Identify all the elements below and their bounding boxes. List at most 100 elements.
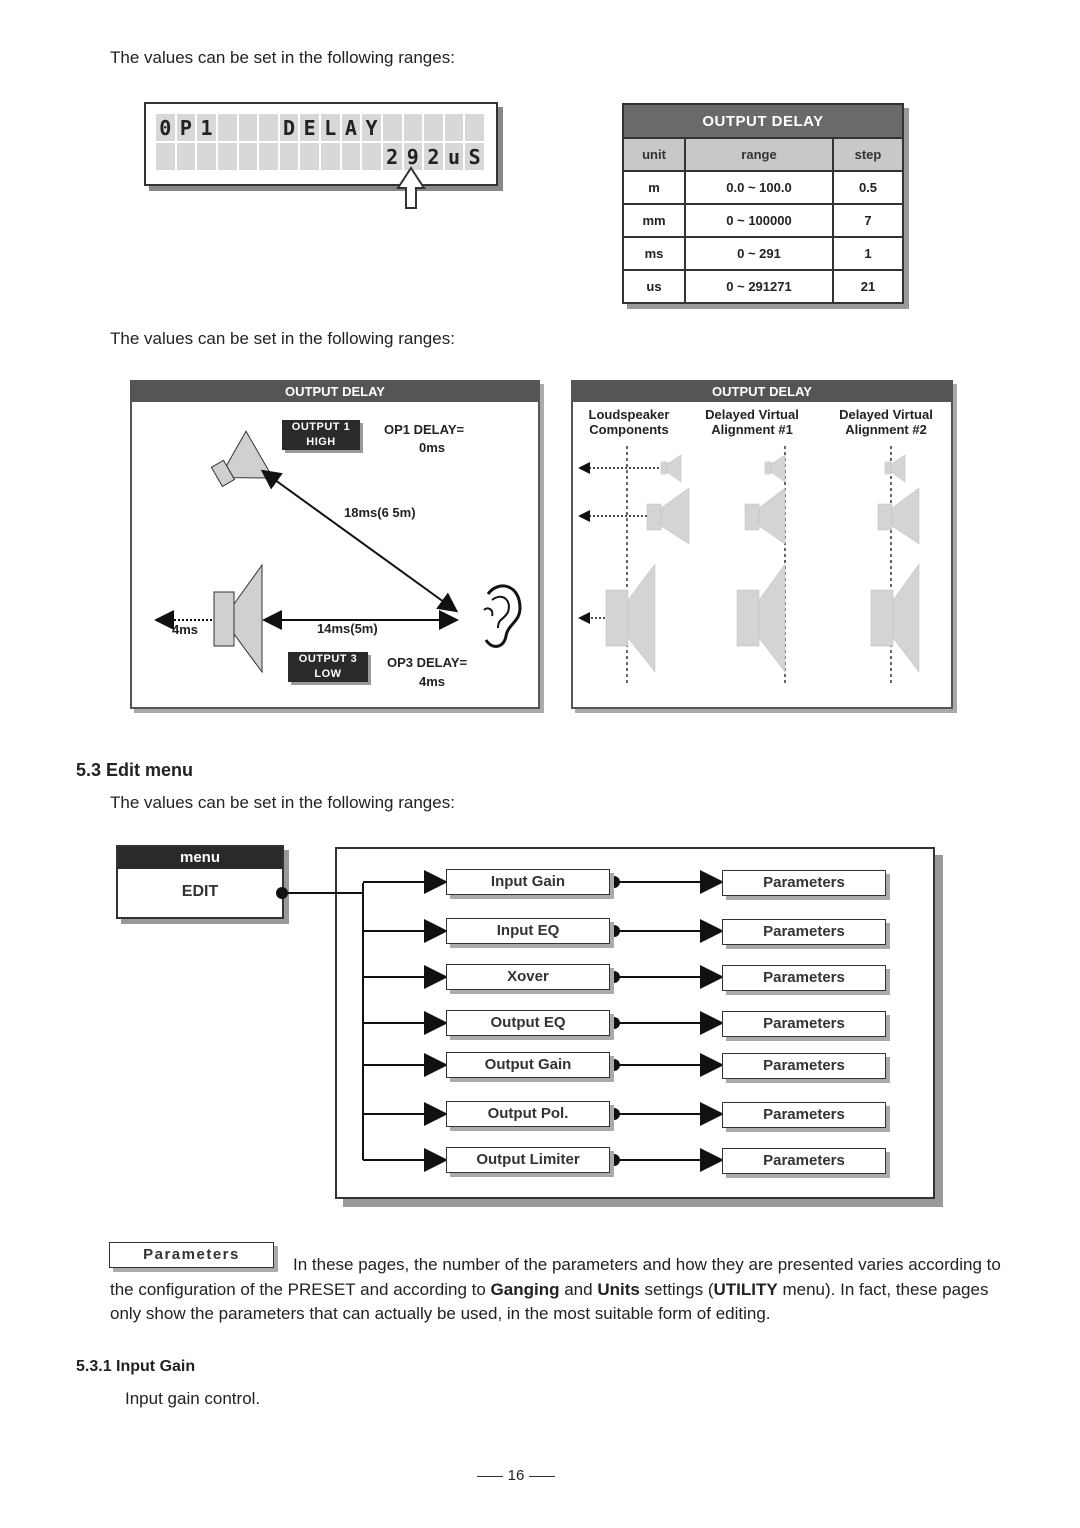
lcd-cell: P <box>176 114 196 141</box>
parameters-target[interactable]: Parameters <box>722 870 886 896</box>
lcd-cell: A <box>341 114 361 141</box>
lcd-cell <box>217 114 237 141</box>
output1-tag: OUTPUT 1 HIGH <box>282 420 360 450</box>
lcd-cell <box>238 114 258 141</box>
submenu-item[interactable]: Xover <box>446 964 610 990</box>
menu-item-edit[interactable]: EDIT <box>181 883 219 900</box>
lcd-cell: E <box>300 114 319 141</box>
cell-range: 0 ~ 291 <box>684 236 834 271</box>
subsection-heading: 5.3.1 Input Gain <box>76 1358 196 1375</box>
lcd-cell: 9 <box>403 143 423 170</box>
parameters-target[interactable]: Parameters <box>722 965 886 991</box>
lcd-cell: Y <box>362 114 381 141</box>
op3-delay-value: 4ms <box>419 674 446 689</box>
output3-tag-line2: LOW <box>314 668 342 680</box>
table-row: mm 0 ~ 100000 7 <box>622 203 904 238</box>
intro-text-3: The values can be set in the following r… <box>110 793 455 812</box>
submenu-item[interactable]: Output Gain <box>446 1052 610 1078</box>
output1-tag-line1: OUTPUT 1 <box>291 421 351 433</box>
note-bold-units: Units <box>597 1279 640 1299</box>
lcd-cell <box>362 143 381 170</box>
up-arrow-icon <box>396 166 426 209</box>
header-range: range <box>684 137 834 172</box>
page-number-text: 16 <box>507 1467 525 1484</box>
alignment-drawing <box>578 446 920 684</box>
section-heading: 5.3 Edit menu <box>76 760 194 780</box>
lcd-cell <box>465 114 484 141</box>
page-number: 16 <box>477 1467 555 1484</box>
cell-unit: us <box>622 269 686 304</box>
subsection-text: Input gain control. <box>125 1389 261 1408</box>
submenu-item[interactable]: Output Pol. <box>446 1101 610 1127</box>
lcd-cell: u <box>444 143 464 170</box>
intro-text-1: The values can be set in the following r… <box>110 48 455 67</box>
lcd-cell <box>403 114 423 141</box>
lcd-cell: S <box>465 143 484 170</box>
cell-range: 0 ~ 291271 <box>684 269 834 304</box>
output-delay-geometry-panel: OUTPUT DELAY <box>130 380 540 709</box>
table-row: m 0.0 ~ 100.0 0.5 <box>622 170 904 205</box>
lcd-cell <box>424 114 443 141</box>
lcd-cell <box>156 143 175 170</box>
cell-step: 21 <box>832 269 904 304</box>
lcd-cell <box>259 114 278 141</box>
parameters-target[interactable]: Parameters <box>722 1102 886 1128</box>
woofer-icon <box>213 563 263 674</box>
lcd-cell <box>197 143 216 170</box>
parameters-target[interactable]: Parameters <box>722 919 886 945</box>
submenu-item[interactable]: Input EQ <box>446 918 610 944</box>
lcd-cell: 1 <box>197 114 216 141</box>
table-title: OUTPUT DELAY <box>622 103 904 139</box>
parameters-target[interactable]: Parameters <box>722 1011 886 1037</box>
submenu-item[interactable]: Output EQ <box>446 1010 610 1036</box>
ear-icon <box>483 584 522 648</box>
col2-line2: Alignment #1 <box>711 422 793 437</box>
geometry-drawing <box>154 430 522 674</box>
table-row: us 0 ~ 291271 21 <box>622 269 904 304</box>
note-text-1: In these pages, the number of the parame… <box>110 1255 1001 1299</box>
table-row: ms 0 ~ 291 1 <box>622 236 904 271</box>
cell-step: 1 <box>832 236 904 271</box>
lcd-cell <box>300 143 319 170</box>
lcd-cell <box>444 114 464 141</box>
menu-box: menu EDIT <box>116 845 284 919</box>
note-bold-ganging: Ganging <box>490 1279 560 1299</box>
lcd-cell: D <box>279 114 299 141</box>
parameters-target[interactable]: Parameters <box>722 1053 886 1079</box>
lcd-cell <box>259 143 278 170</box>
lcd-cell: 0 <box>156 114 175 141</box>
cell-step: 7 <box>832 203 904 238</box>
col1-line1: Loudspeaker <box>588 407 670 422</box>
col-delayed-virtual-2: Delayed Virtual Alignment #2 <box>819 407 953 437</box>
op3-delay-label: OP3 DELAY= <box>387 655 468 670</box>
header-unit: unit <box>622 137 686 172</box>
lcd-cell <box>321 143 340 170</box>
parameters-target[interactable]: Parameters <box>722 1148 886 1174</box>
header-step: step <box>832 137 904 172</box>
submenu-item[interactable]: Input Gain <box>446 869 610 895</box>
output3-tag: OUTPUT 3 LOW <box>288 652 368 682</box>
note-text-2: and <box>559 1279 598 1299</box>
cell-unit: m <box>622 170 686 205</box>
lcd-cell <box>176 143 196 170</box>
note-bold-utility: UTILITY <box>713 1279 778 1299</box>
output-delay-unit-table: OUTPUT DELAY unit range step m 0.0 ~ 100… <box>622 103 904 304</box>
col3-line2: Alignment #2 <box>845 422 927 437</box>
lcd-cell <box>238 143 258 170</box>
menu-header: menu <box>118 847 282 869</box>
op1-delay-value: 0ms <box>419 440 446 455</box>
submenu-item[interactable]: Output Limiter <box>446 1147 610 1173</box>
panel-title: OUTPUT DELAY <box>132 382 538 402</box>
output3-tag-line1: OUTPUT 3 <box>298 653 358 665</box>
output-delay-alignment-panel: OUTPUT DELAY Loudspeaker Components Dela… <box>571 380 953 709</box>
note-text-3: settings ( <box>639 1279 714 1299</box>
cell-range: 0 ~ 100000 <box>684 203 834 238</box>
col-loudspeaker-components: Loudspeaker Components <box>573 407 685 437</box>
intro-text-2: The values can be set in the following r… <box>110 329 455 348</box>
lcd-cell <box>341 143 361 170</box>
lcd-cell: 2 <box>424 143 443 170</box>
col-delayed-virtual-1: Delayed Virtual Alignment #1 <box>685 407 819 437</box>
horizontal-distance-label: 14ms(5m) <box>317 621 378 636</box>
